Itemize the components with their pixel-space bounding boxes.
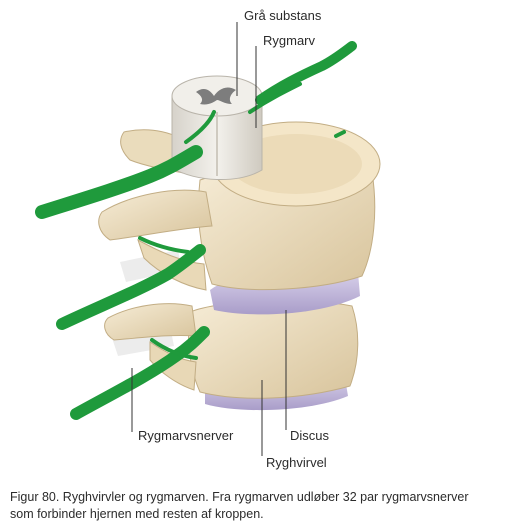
gray-matter xyxy=(196,87,236,105)
label-discus: Discus xyxy=(290,428,330,443)
label-rygmarv: Rygmarv xyxy=(263,33,316,48)
figure-caption: Figur 80. Ryghvirvler og rygmarven. Fra … xyxy=(10,489,505,523)
leader-lines xyxy=(131,22,287,456)
label-rygmarvsnerver: Rygmarvsnerver xyxy=(138,428,234,443)
label-gra-substans: Grå substans xyxy=(244,8,322,23)
caption-line-2: som forbinder hjernen med resten af krop… xyxy=(10,507,264,521)
label-ryghvirvel: Ryghvirvel xyxy=(266,455,327,470)
caption-line-1: Figur 80. Ryghvirvler og rygmarven. Fra … xyxy=(10,490,469,504)
spinal-nerves xyxy=(35,41,357,420)
